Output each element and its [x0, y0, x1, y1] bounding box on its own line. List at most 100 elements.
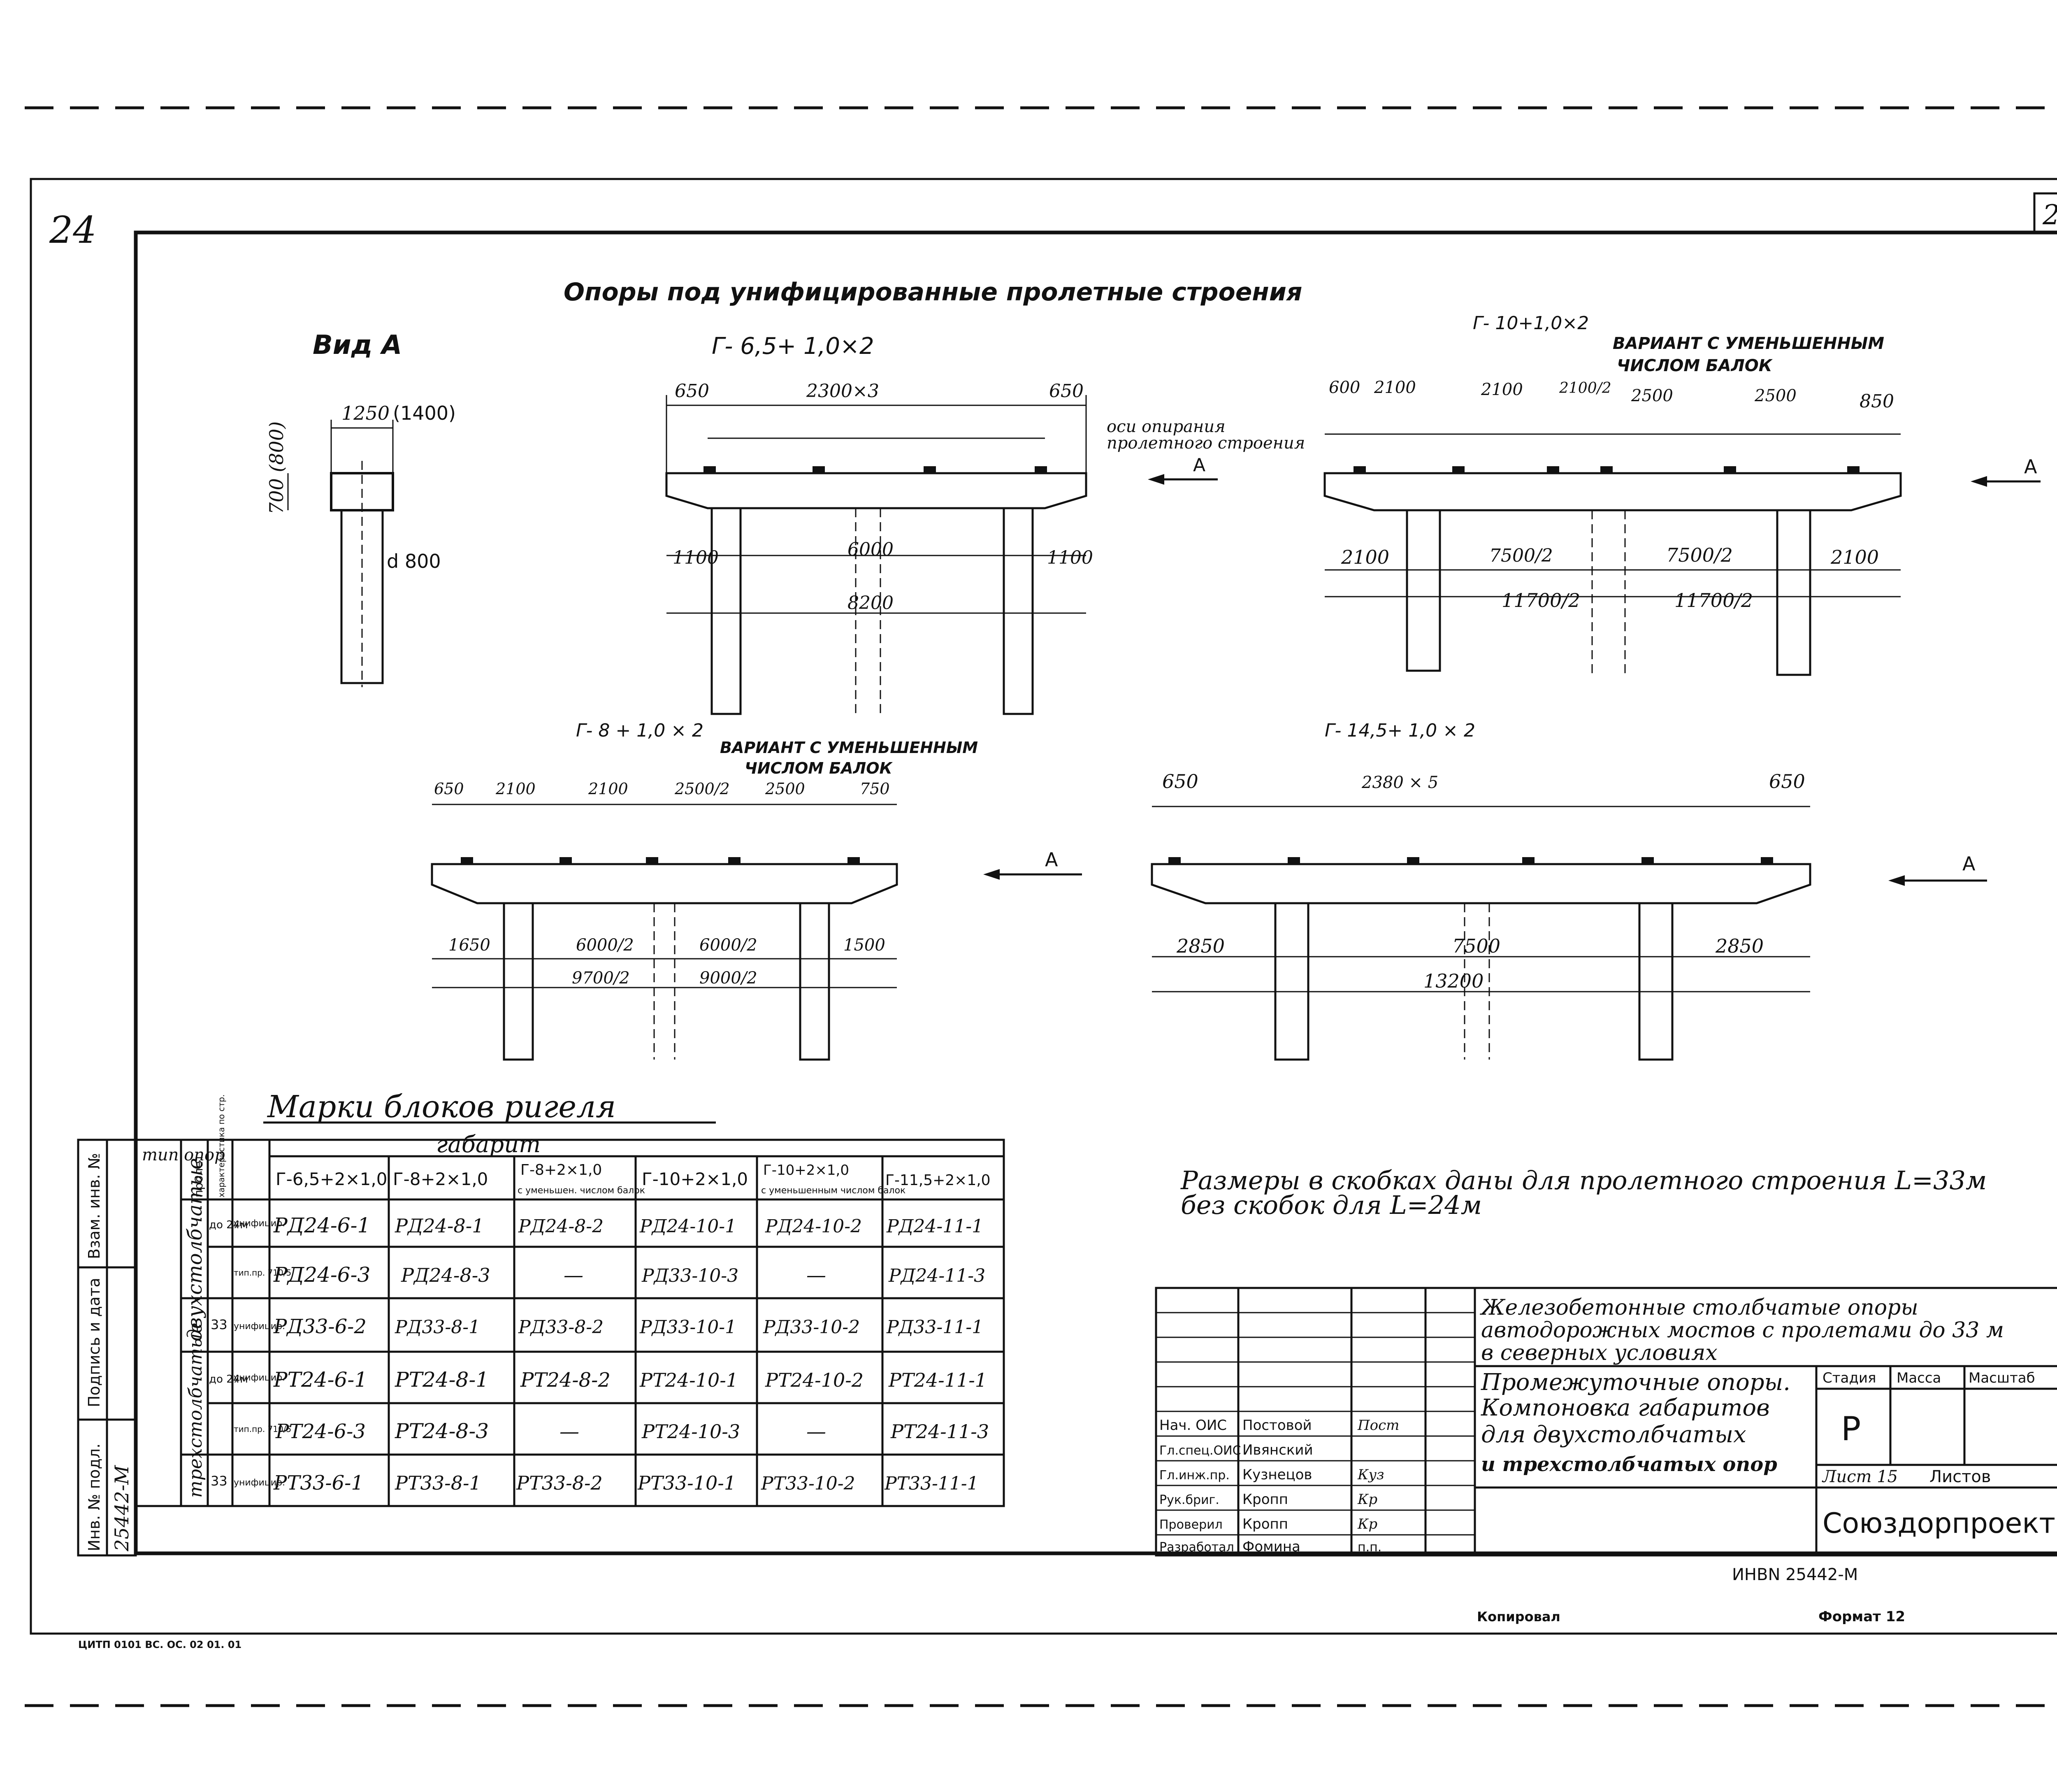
cell-2-6: РД24-11-3 — [888, 1265, 985, 1286]
g65-arrow-label: А — [1193, 455, 1205, 476]
g8-half-left: 9700/2 — [572, 969, 630, 988]
g8-top-2: 2100 — [495, 780, 536, 798]
scale-header: Масштаб — [1969, 1370, 2035, 1386]
col-6: Г-11,5+2×1,0 — [885, 1172, 991, 1189]
g8-top-5: 2500 — [765, 780, 805, 798]
view-a-width-alt: (1400) — [393, 402, 456, 424]
cell-2-3: — — [564, 1264, 583, 1287]
copied-label: Копировал — [1477, 1609, 1560, 1625]
cell-3-6: РД33-11-1 — [886, 1317, 983, 1338]
cell-6-5: РТ33-10-2 — [761, 1473, 855, 1494]
name-6: Фомина — [1242, 1539, 1300, 1555]
row-4-char: унифицир. — [234, 1373, 285, 1383]
g8-title: Г- 8 + 1,0 × 2 — [576, 720, 703, 741]
g10-bottom-2: 7500/2 — [1489, 545, 1553, 566]
h-char: характеристика по стр. — [216, 1095, 226, 1197]
name-1: Постовой — [1242, 1417, 1312, 1434]
cell-4-5: РТ24-10-2 — [765, 1369, 864, 1391]
g145-span: 2380 × 5 — [1361, 773, 1438, 792]
cell-3-5: РД33-10-2 — [763, 1317, 860, 1338]
cell-2-4: РД33-10-3 — [641, 1265, 738, 1286]
cell-4-3: РТ24-8-2 — [520, 1369, 611, 1392]
row-1-char: унифицир. — [234, 1218, 285, 1229]
h-gabarit: габарит — [436, 1131, 541, 1158]
name-3: Кузнецов — [1242, 1467, 1312, 1483]
g8-bottom-right: 1500 — [843, 936, 885, 955]
marks-table: Марки блоков ригеля тип опор пролет хара… — [135, 1089, 1005, 1507]
cell-1-5: РД24-10-2 — [765, 1216, 862, 1237]
cell-6-6: РТ33-11-1 — [884, 1473, 979, 1494]
cell-3-4: РД33-10-1 — [639, 1317, 736, 1338]
role-3: Гл.инж.пр. — [1159, 1468, 1230, 1483]
cell-1-2: РД24-8-1 — [395, 1215, 484, 1237]
drawing-line-4: и трехстолбчатых опор — [1481, 1453, 1777, 1476]
g65-right: 650 — [1049, 381, 1084, 402]
cell-5-6: РТ24-11-3 — [890, 1420, 989, 1443]
cell-3-3: РД33-8-2 — [518, 1317, 604, 1338]
g145-bottom-right: 2850 — [1715, 935, 1764, 957]
cell-5-4: РТ24-10-3 — [641, 1420, 740, 1443]
pier-g65: Г- 6,5+ 1,0×2 650 2300×3 650 1100 6000 1… — [665, 333, 1305, 715]
row-2-char: тип.пр. 710/5 — [234, 1268, 291, 1278]
g10-top-2: 2100 — [1374, 378, 1416, 397]
col-3-note: с уменьшен. числом балок — [518, 1185, 645, 1196]
g65-middle: 6000 — [847, 539, 894, 560]
g10-half-left: 11700/2 — [1502, 589, 1580, 611]
name-2: Ивянский — [1242, 1442, 1313, 1458]
sheet-label: Лист 15 — [1822, 1467, 1898, 1486]
title-block: Нач. ОИС Постовой Пост Гл.спец.ОИС Ивянс… — [1155, 1287, 2057, 1557]
g145-total: 13200 — [1423, 970, 1484, 992]
side-stamp-sign: Подпись и дата — [85, 1278, 103, 1407]
g8-bottom-left: 1650 — [448, 936, 490, 955]
g10-bottom-1: 2100 — [1341, 546, 1389, 568]
cell-6-3: РТ33-8-2 — [516, 1472, 603, 1494]
col-2: Г-8+2×1,0 — [393, 1169, 488, 1189]
role-6: Разработал — [1159, 1540, 1234, 1555]
g8-top-4: 2500/2 — [674, 780, 730, 798]
cell-4-6: РТ24-11-1 — [888, 1369, 987, 1391]
g8-arrow-label: А — [1045, 848, 1058, 871]
group-three: трехстолбчатые — [185, 1323, 206, 1498]
role-5: Проверил — [1159, 1518, 1223, 1532]
view-a-height: 700 (800) — [265, 421, 288, 514]
g8-half-right: 9000/2 — [699, 969, 757, 988]
sign-4: Кр — [1357, 1491, 1377, 1508]
side-stamp-inv: Инв. № подл. — [85, 1443, 103, 1551]
project-line-1: Железобетонные столбчатые опоры — [1479, 1295, 1918, 1320]
inventory-number: ИНВN 25442-М — [1732, 1565, 1858, 1584]
stage-value: Р — [1841, 1410, 1861, 1448]
g145-title: Г- 14,5+ 1,0 × 2 — [1325, 720, 1475, 741]
format-label: Формат 12 — [1818, 1608, 1905, 1625]
sheet-title: Опоры под унифицированные пролетные стро… — [564, 278, 1302, 307]
cell-1-1: РД24-6-1 — [273, 1213, 370, 1237]
g10-top-6: 2500 — [1754, 386, 1797, 405]
cell-5-3: — — [560, 1420, 579, 1443]
row-1-span: до 24м — [209, 1219, 248, 1231]
g65-total: 8200 — [847, 593, 894, 614]
role-2: Гл.спец.ОИС — [1159, 1443, 1241, 1458]
g10-variant-1: ВАРИАНТ С УМЕНЬШЕННЫМ — [1613, 334, 1884, 353]
g145-middle: 7500 — [1452, 935, 1500, 957]
cell-1-6: РД24-11-1 — [886, 1216, 983, 1237]
cell-2-5: — — [806, 1264, 826, 1287]
g10-top-7: 850 — [1860, 391, 1894, 412]
col-3: Г-8+2×1,0 — [520, 1162, 602, 1178]
note-line-1: Размеры в скобках даны для пролетного ст… — [1180, 1165, 1987, 1195]
name-4: Кропп — [1242, 1491, 1288, 1508]
marks-title: Марки блоков ригеля — [267, 1089, 616, 1125]
row-6-span: 33 — [211, 1473, 228, 1489]
cell-1-3: РД24-8-2 — [518, 1216, 604, 1237]
h-span: пролет — [192, 1154, 205, 1197]
name-5: Кропп — [1242, 1516, 1288, 1532]
drawing-line-1: Промежуточные опоры. — [1481, 1369, 1790, 1396]
mass-header: Масса — [1897, 1370, 1941, 1386]
g10-half-right: 11700/2 — [1674, 589, 1753, 611]
g145-right: 650 — [1769, 770, 1805, 793]
corner-box-number: 24 — [2042, 199, 2057, 231]
g65-axis-note-2: пролетного строения — [1107, 434, 1305, 453]
pier-g8: Г- 8 + 1,0 × 2 ВАРИАНТ С УМЕНЬШЕННЫМ ЧИС… — [431, 720, 1082, 1061]
cell-4-4: РТ24-10-1 — [639, 1369, 738, 1391]
cell-4-2: РТ24-8-1 — [395, 1368, 489, 1392]
col-5-note: с уменьшенным числом балок — [761, 1185, 905, 1196]
